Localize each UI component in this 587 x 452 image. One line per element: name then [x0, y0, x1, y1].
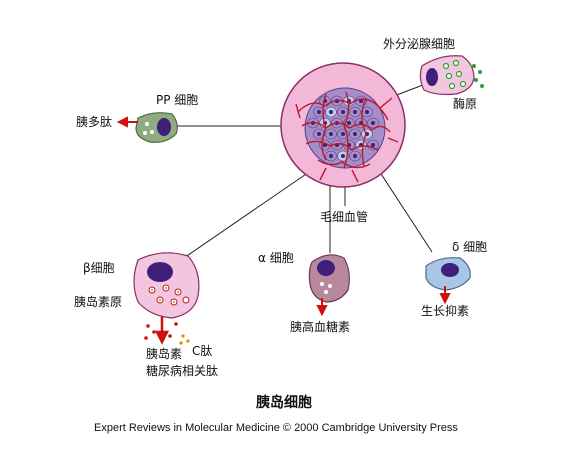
label-enzymogen: 酶原 — [453, 97, 478, 111]
islet-cell-nucleus — [353, 132, 357, 136]
pp-nucleus — [157, 118, 171, 136]
exocrine-nucleus — [426, 68, 438, 86]
c-peptide-dots — [179, 334, 190, 345]
pp-arrow — [116, 116, 138, 128]
label-beta-cell: β细胞 — [83, 261, 115, 275]
label-alpha-cell: α 细胞 — [258, 251, 294, 265]
islet-cell-nucleus — [329, 154, 333, 158]
label-somatostatin: 生长抑素 — [421, 304, 470, 318]
label-exocrine-cell: 外分泌腺细胞 — [383, 37, 456, 51]
figure-credit: Expert Reviews in Molecular Medicine © 2… — [94, 422, 458, 434]
islet-cell-nucleus — [371, 121, 375, 125]
alpha-granules — [320, 282, 332, 294]
label-insulin: 胰岛素 — [146, 347, 183, 361]
line-to-beta-cell — [177, 169, 313, 263]
islet-cell-nucleus — [329, 132, 333, 136]
islet-cell-nucleus — [341, 154, 345, 158]
pp-cell-body — [135, 112, 178, 143]
islet-cell-nucleus — [353, 154, 357, 158]
alpha-cell — [308, 254, 350, 317]
label-c-peptide: C肽 — [192, 344, 213, 358]
exocrine-cell — [419, 55, 484, 96]
capillary-network — [295, 91, 399, 183]
alpha-arrow — [316, 298, 328, 317]
label-delta-cell: δ 细胞 — [452, 240, 488, 254]
exocrine-granules — [442, 59, 467, 90]
pp-cell — [116, 112, 178, 143]
line-to-delta-cell — [371, 159, 433, 253]
islet-cell-nucleus — [359, 99, 363, 103]
islet-cell-nucleus — [347, 121, 351, 125]
islet-cell-nucleus — [365, 110, 369, 114]
islet — [280, 62, 406, 188]
delta-arrow — [439, 286, 451, 305]
alpha-nucleus — [317, 260, 335, 276]
figure-title: 胰岛细胞 — [256, 395, 312, 411]
delta-cell — [425, 257, 471, 305]
enzymogen-granules — [472, 64, 484, 88]
islet-cell-nucleus — [329, 110, 333, 114]
islet-cell-nucleus — [341, 132, 345, 136]
label-glucagon: 胰高血糖素 — [290, 320, 351, 334]
islet-cell-nucleus — [317, 132, 321, 136]
beta-cell — [133, 252, 200, 345]
islet-cell-nucleus — [317, 110, 321, 114]
beta-granule-cores — [151, 287, 179, 303]
label-pancreatic-polypeptide: 胰多肽 — [76, 115, 113, 129]
label-proinsulin: 胰岛素原 — [74, 295, 123, 309]
delta-nucleus — [441, 263, 459, 277]
beta-nucleus — [147, 262, 173, 282]
islet-cell-nucleus — [341, 110, 345, 114]
beta-arrow — [154, 316, 170, 345]
insulin-dots — [144, 322, 178, 340]
pp-granules — [143, 122, 154, 135]
label-pp-cell: PP 细胞 — [156, 93, 199, 107]
islet-cell-nucleus — [371, 143, 375, 147]
islet-cell-nucleus — [353, 110, 357, 114]
label-capillary: 毛细血管 — [320, 210, 369, 224]
label-amylin: 糖尿病相关肽 — [146, 364, 219, 378]
